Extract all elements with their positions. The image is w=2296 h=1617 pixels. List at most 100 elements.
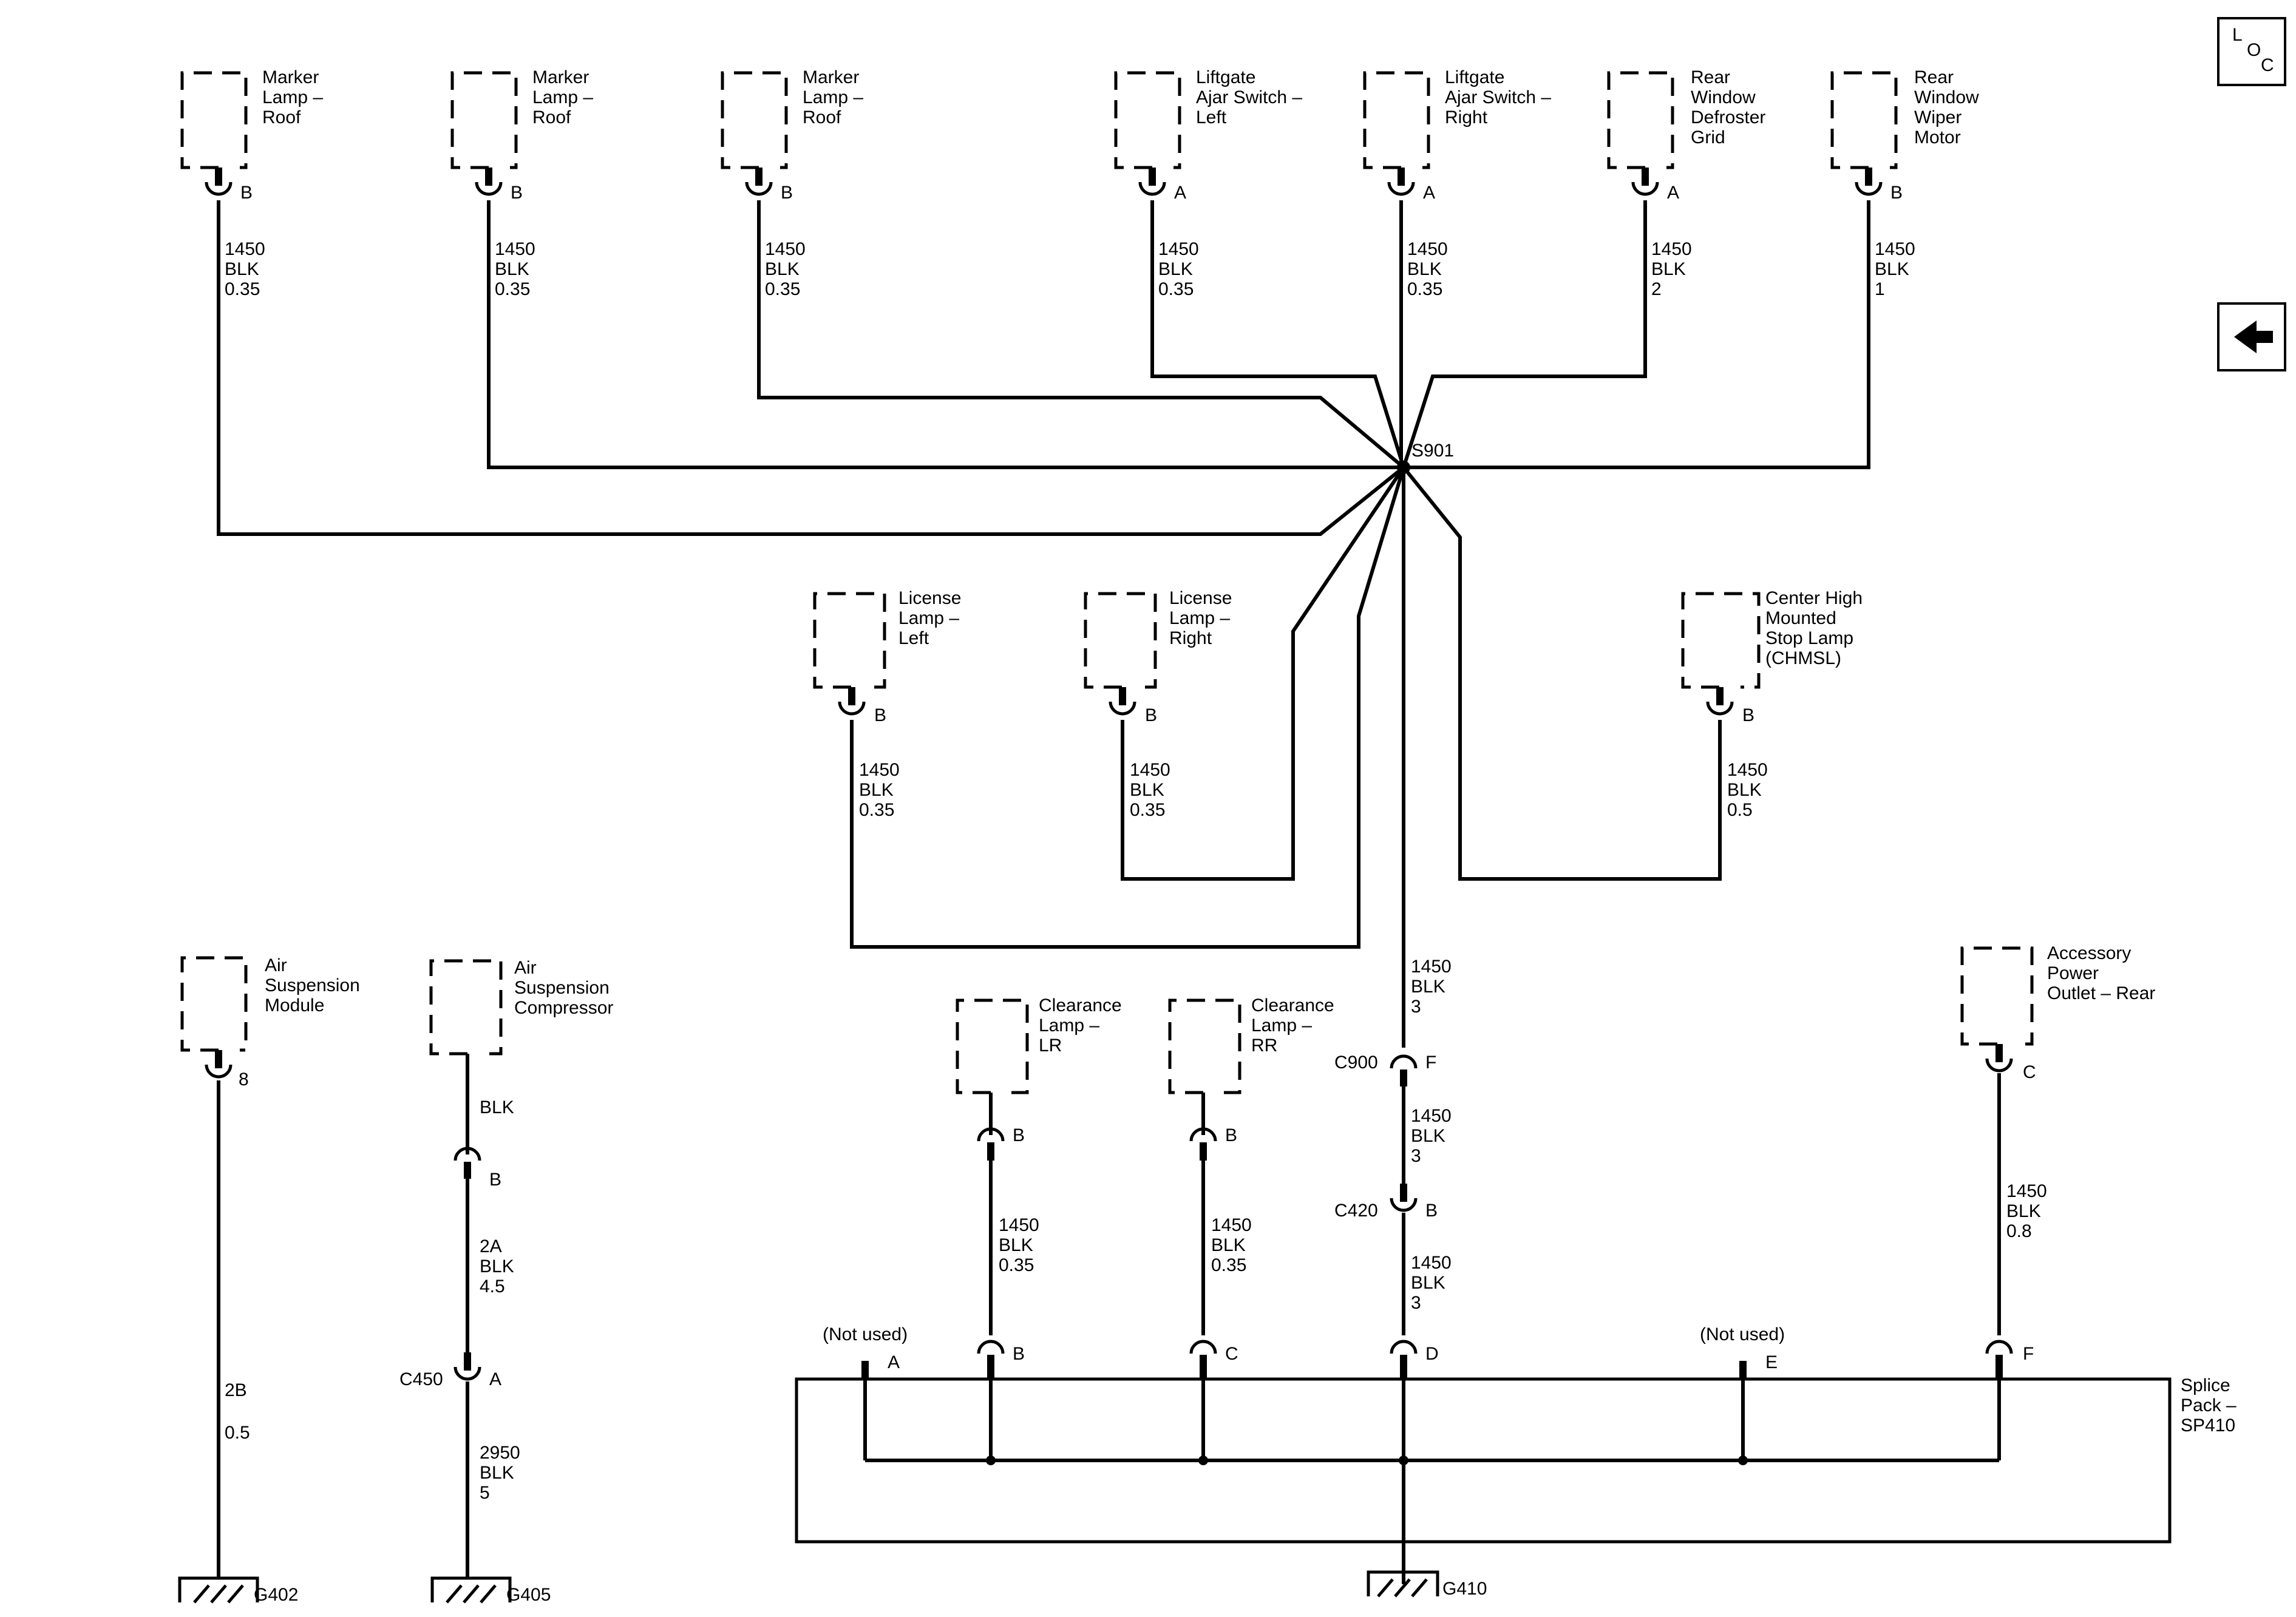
component-wiper: Rear Window Wiper Motor	[1830, 67, 1979, 169]
component-label: SP410	[2181, 1415, 2235, 1436]
svg-text:A: A	[1423, 183, 1435, 203]
component-defroster: Rear Window Defroster Grid	[1607, 67, 1765, 169]
svg-text:BLK: BLK	[1651, 259, 1686, 279]
svg-text:0.35: 0.35	[225, 279, 260, 299]
connector-terminal: B	[205, 168, 253, 203]
svg-text:A: A	[888, 1352, 900, 1372]
component-marker-roof-3: Marker Lamp – Roof	[721, 67, 863, 169]
svg-text:0.5: 0.5	[1727, 800, 1753, 820]
svg-text:B: B	[1013, 1125, 1025, 1145]
wire-paths-top	[217, 200, 1870, 536]
loc-letter-o: O	[2247, 40, 2261, 60]
svg-text:1450: 1450	[2006, 1181, 2047, 1201]
component-label: Left	[1196, 107, 1227, 127]
svg-text:1450: 1450	[859, 760, 900, 780]
svg-text:1450: 1450	[765, 239, 806, 259]
component-label: Compressor	[514, 998, 613, 1018]
component-label: Air	[265, 955, 287, 975]
connector-terminal: B	[1706, 687, 1754, 725]
component-label: Stop Lamp	[1765, 628, 1853, 648]
connector-terminal: B	[977, 1093, 1025, 1161]
pack-pin-a: A (Not used)	[823, 1324, 908, 1379]
component-label: Power	[2047, 963, 2099, 983]
component-chmsl: Center High Mounted Stop Lamp (CHMSL)	[1681, 588, 1863, 689]
svg-text:0.35: 0.35	[495, 279, 530, 299]
wire-label: 2B 0.5	[225, 1380, 250, 1443]
component-label: Lamp –	[1251, 1015, 1312, 1036]
svg-text:B: B	[1013, 1344, 1025, 1364]
connector-c900: C900 F	[1334, 1053, 1436, 1086]
svg-text:2A: 2A	[480, 1236, 502, 1256]
svg-text:0.35: 0.35	[1211, 1255, 1246, 1275]
connector-terminal: A	[1631, 168, 1679, 203]
svg-text:BLK: BLK	[1130, 780, 1164, 800]
connector-terminal: 8	[205, 1050, 249, 1090]
svg-text:1450: 1450	[1130, 760, 1170, 780]
svg-text:1450: 1450	[1211, 1215, 1252, 1235]
svg-text:3: 3	[1411, 1146, 1421, 1166]
splice-pack-bus	[863, 1379, 2001, 1584]
svg-text:1450: 1450	[495, 239, 535, 259]
svg-text:BLK: BLK	[495, 259, 529, 279]
component-label: Outlet – Rear	[2047, 983, 2155, 1003]
svg-text:BLK: BLK	[1875, 259, 1909, 279]
connector-terminal: A	[1387, 168, 1435, 203]
connector-terminal: B	[453, 1147, 501, 1190]
component-label: Pack –	[2181, 1395, 2237, 1415]
svg-text:C420: C420	[1334, 1201, 1378, 1221]
component-clearance-lr: Clearance Lamp – LR	[956, 995, 1122, 1094]
connector-c420: C420 B	[1334, 1184, 1438, 1221]
svg-text:C: C	[1225, 1344, 1238, 1364]
pack-pin-c: C	[1189, 1340, 1238, 1379]
component-marker-roof-2: Marker Lamp – Roof	[450, 67, 593, 169]
svg-text:B: B	[781, 183, 793, 203]
component-accessory-outlet: Accessory Power Outlet – Rear	[1960, 943, 2155, 1046]
component-label: Rear	[1691, 67, 1730, 87]
svg-text:0.35: 0.35	[765, 279, 800, 299]
component-label: Clearance	[1251, 995, 1334, 1015]
svg-text:0.35: 0.35	[859, 800, 894, 820]
connector-terminal: B	[745, 168, 793, 203]
svg-text:BLK: BLK	[859, 780, 894, 800]
connector-c450: C450 A	[399, 1352, 501, 1389]
component-label: Motor	[1914, 127, 1961, 147]
svg-text:B: B	[511, 183, 523, 203]
back-button[interactable]	[2217, 302, 2286, 371]
component-label: Grid	[1691, 127, 1725, 147]
svg-text:BLK: BLK	[480, 1463, 514, 1483]
component-label: Suspension	[265, 975, 360, 995]
component-label: Window	[1914, 87, 1979, 107]
loc-button[interactable]: L O C	[2217, 17, 2286, 86]
component-label: Left	[898, 628, 929, 648]
svg-text:(Not used): (Not used)	[1700, 1324, 1785, 1344]
svg-text:B: B	[1225, 1125, 1237, 1145]
component-label: Liftgate	[1445, 67, 1504, 87]
connector-terminal: C	[1985, 1044, 2036, 1082]
svg-text:1450: 1450	[999, 1215, 1039, 1235]
svg-text:0.35: 0.35	[999, 1255, 1034, 1275]
svg-text:BLK: BLK	[1158, 259, 1193, 279]
svg-text:B: B	[1425, 1201, 1438, 1221]
svg-text:1450: 1450	[1651, 239, 1692, 259]
component-label: Center High	[1765, 588, 1863, 608]
svg-text:1450: 1450	[1407, 239, 1448, 259]
svg-text:B: B	[1890, 183, 1903, 203]
svg-text:3: 3	[1411, 1293, 1421, 1313]
connector-terminal: B	[1109, 687, 1157, 725]
svg-text:F: F	[2023, 1344, 2034, 1364]
component-label: Ajar Switch –	[1445, 87, 1551, 107]
svg-text:2B: 2B	[225, 1380, 247, 1400]
svg-text:BLK: BLK	[480, 1097, 514, 1117]
svg-text:F: F	[1425, 1053, 1436, 1073]
back-arrow-icon	[2234, 320, 2273, 353]
splice-pack-sp410: Splice Pack – SP410	[795, 1375, 2237, 1544]
component-label: Lamp –	[1039, 1015, 1099, 1036]
svg-text:BLK: BLK	[1411, 977, 1445, 997]
svg-text:0.35: 0.35	[1407, 279, 1442, 299]
svg-text:G405: G405	[506, 1585, 551, 1605]
